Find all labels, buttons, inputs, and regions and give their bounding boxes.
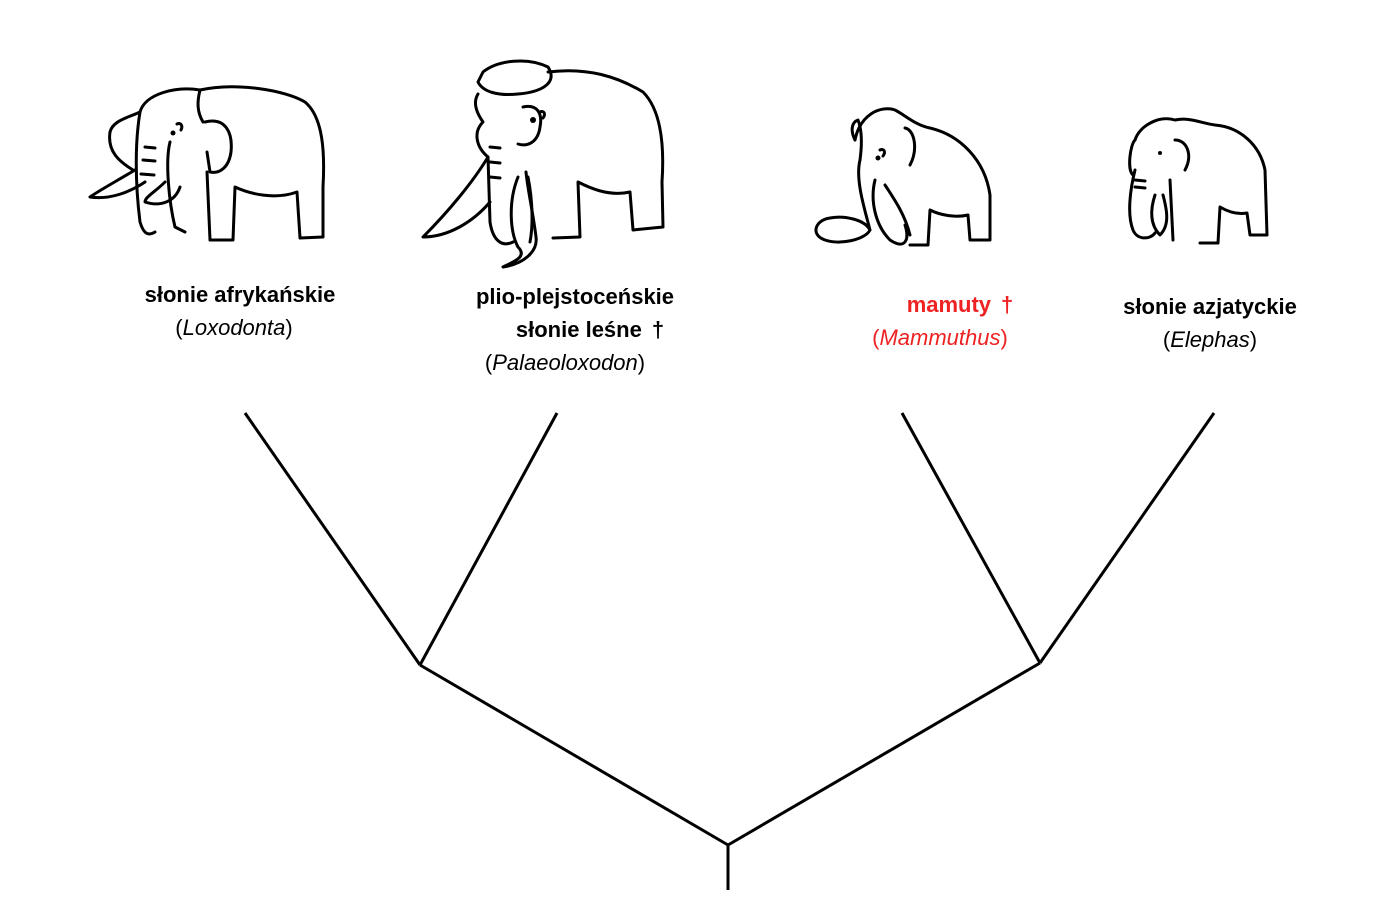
genus-name: Loxodonta (182, 315, 286, 340)
branch-elephas (1038, 412, 1216, 664)
genus-name: Mammuthus (879, 325, 1001, 350)
common-name: słonie afrykańskie (144, 282, 336, 307)
taxon-label-elephas: słonie azjatyckie (Elephas) (1085, 290, 1335, 356)
african-elephant-icon (85, 82, 335, 257)
extinct-dagger-icon: † (651, 317, 665, 342)
branch-palaeoloxodon (418, 412, 559, 666)
asian-elephant-icon (1115, 115, 1275, 250)
genus-name: Elephas (1170, 327, 1250, 352)
common-name: słonie azjatyckie (1123, 294, 1297, 319)
scientific-name: (Loxodonta) (175, 315, 293, 340)
scientific-name: (Elephas) (1162, 327, 1258, 352)
branch-loxodonta (243, 412, 422, 666)
scientific-name: (Mammuthus) (872, 325, 1008, 350)
branch-right-clade (727, 661, 1041, 847)
taxon-label-mammuthus: mamuty† (Mammuthus) (830, 288, 1050, 354)
extinct-dagger-icon: † (1001, 292, 1014, 317)
common-name-line1: plio-plejstoceńskie (475, 284, 675, 309)
branch-mammuthus (900, 412, 1042, 664)
common-name: mamuty† (906, 292, 1014, 317)
scientific-name: (Palaeoloxodon) (484, 350, 646, 375)
common-name-line2: słonie leśne† (515, 317, 665, 342)
branch-left-clade (419, 663, 729, 847)
taxon-label-palaeoloxodon: plio-plejstoceńskie słonie leśne† (Palae… (430, 280, 720, 379)
genus-name: Palaeoloxodon (492, 350, 638, 375)
mammoth-icon (810, 100, 1000, 255)
straight-tusked-elephant-icon (418, 52, 668, 277)
taxon-label-loxodonta: słonie afrykańskie (Loxodonta) (100, 278, 380, 344)
